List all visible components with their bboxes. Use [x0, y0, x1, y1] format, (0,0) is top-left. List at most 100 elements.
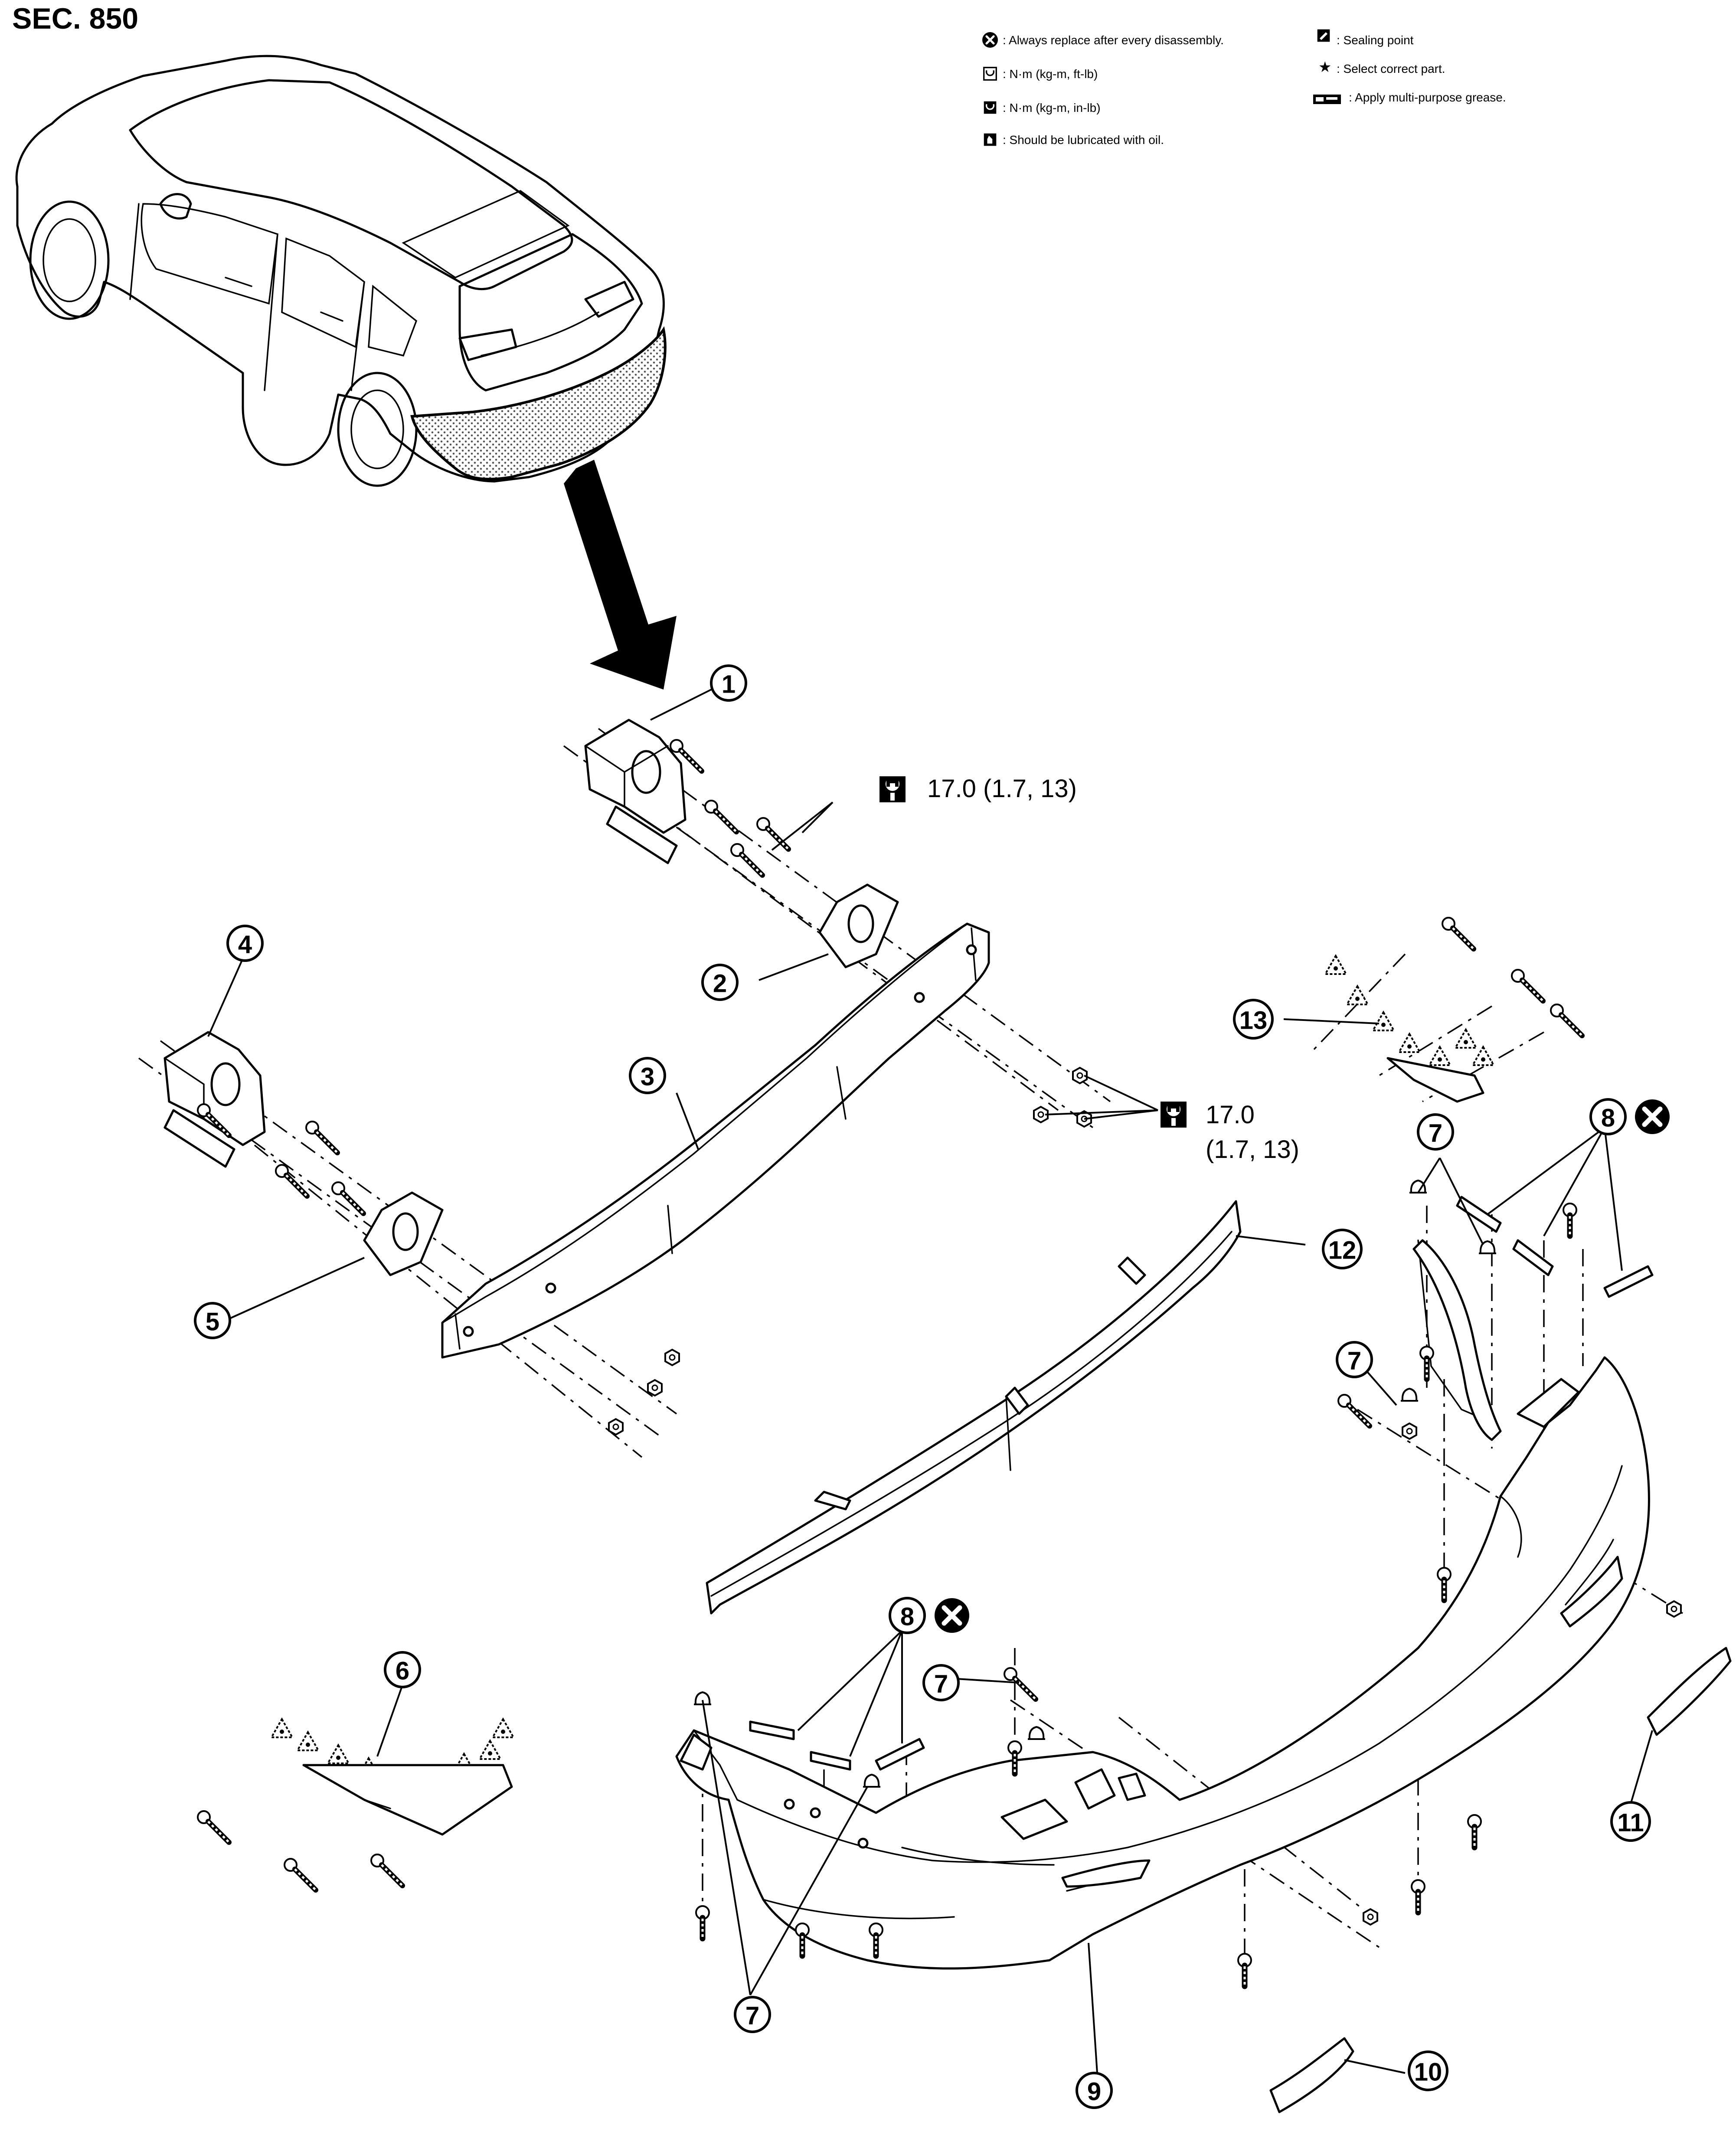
part-5-bracket-lh [363, 1191, 444, 1276]
nut [1402, 1422, 1417, 1440]
callout-7: 7 [734, 1996, 771, 2033]
callout-number: 8 [900, 1603, 914, 1631]
callout-8: 8 [1589, 1098, 1627, 1135]
legend: : Always replace after every disassembly… [982, 29, 1506, 147]
nut [647, 1379, 663, 1396]
rear-bumper-highlight [410, 326, 667, 481]
callout-number: 9 [1087, 2078, 1101, 2106]
callout-6: 6 [384, 1651, 421, 1688]
star-icon: ★ [1318, 59, 1331, 75]
bolt [1442, 918, 1474, 949]
bolt [1004, 1668, 1036, 1699]
callout-number: 7 [934, 1670, 948, 1698]
part-10-reflector-lh [1269, 2037, 1354, 2113]
callout-9: 9 [1076, 2072, 1113, 2109]
screw [796, 1923, 809, 1956]
callout-number: 4 [238, 931, 252, 959]
vehicle-illustration [15, 55, 667, 487]
torque-spec-text: 17.0 [1206, 1101, 1255, 1129]
legend-text: : Apply multi-purpose grease. [1349, 91, 1506, 104]
callout-number: 8 [1601, 1104, 1615, 1132]
part-4-bumper-stay-lh [163, 1031, 266, 1168]
screw [1563, 1203, 1576, 1236]
nut [1363, 1908, 1378, 1926]
bolt [284, 1859, 316, 1890]
callout-8: 8 [889, 1597, 926, 1634]
legend-text: : Always replace after every disassembly… [1003, 33, 1224, 47]
callout-number: 7 [745, 2002, 759, 2030]
callout-number: 5 [206, 1308, 219, 1336]
direction-arrow [564, 460, 677, 690]
callout-number: 1 [722, 670, 736, 699]
callout-4: 4 [226, 925, 264, 962]
section-title: SEC. 850 [12, 2, 138, 35]
part-1-bumper-stay-rh [584, 719, 687, 864]
torque-wrench-icon [1161, 1102, 1187, 1128]
callout-number: 11 [1617, 1809, 1644, 1837]
part-12-energy-absorber [706, 1200, 1242, 1615]
bolt [1338, 1395, 1370, 1426]
callout-number: 13 [1239, 1007, 1268, 1035]
callout-11: 11 [1610, 1801, 1651, 1842]
callout-number: 6 [396, 1657, 409, 1685]
callout-3: 3 [629, 1057, 666, 1094]
callout-number: 10 [1414, 2058, 1442, 2086]
grease-icon [1313, 95, 1341, 104]
part-8-pads-right [1412, 1196, 1654, 1441]
legend-text: : N·m (kg-m, in-lb) [1003, 101, 1101, 114]
bolt [198, 1811, 229, 1842]
part-8-pads-left [749, 1720, 925, 1771]
part-6-side-bracket [271, 1718, 514, 1836]
torque-wrench-icon [879, 776, 906, 802]
legend-text: : N·m (kg-m, ft-lb) [1003, 67, 1098, 81]
callout-number: 3 [641, 1063, 654, 1091]
callout-7: 7 [1336, 1341, 1373, 1378]
clip [1027, 1726, 1046, 1740]
torque-spec-text: (1.7, 13) [1206, 1135, 1299, 1164]
part-13-side-bracket [1324, 955, 1494, 1103]
part-11-reflector-rh [1647, 1647, 1732, 1736]
clip [1400, 1388, 1419, 1402]
x-circle-icon [1635, 1099, 1670, 1134]
legend-text: : Sealing point [1337, 33, 1414, 47]
part-3-bumper-reinforcement [441, 922, 990, 1359]
callout-13: 13 [1233, 999, 1274, 1040]
x-circle-icon [935, 1598, 969, 1633]
callout-number: 7 [1429, 1119, 1442, 1148]
bolt [757, 818, 788, 849]
torque-spec-text: 17.0 (1.7, 13) [927, 775, 1077, 803]
clip [862, 1774, 881, 1788]
callout-10: 10 [1408, 2050, 1448, 2091]
bolt [332, 1182, 363, 1213]
callout-5: 5 [194, 1302, 231, 1339]
callout-2: 2 [701, 964, 739, 1001]
bolt [306, 1122, 337, 1153]
nut [664, 1349, 680, 1366]
screw [696, 1906, 709, 1939]
callout-1: 1 [710, 664, 747, 702]
screw [1412, 1880, 1425, 1913]
torque-spec-upper: 17.0 (1.7, 13) [879, 775, 1077, 803]
oil-can-icon [984, 133, 997, 146]
callout-7: 7 [1417, 1113, 1454, 1151]
callout-12: 12 [1322, 1229, 1363, 1269]
legend-text: : Should be lubricated with oil. [1003, 133, 1164, 147]
callout-number: 2 [713, 970, 727, 998]
leader-lines [207, 689, 1653, 2074]
screw [1438, 1568, 1451, 1600]
sealing-point-icon [1317, 29, 1330, 42]
part-9-rear-bumper-fascia [675, 1356, 1650, 1970]
screw [1468, 1815, 1481, 1848]
callout-7: 7 [922, 1664, 960, 1701]
callout-number: 7 [1347, 1347, 1361, 1375]
screw [1238, 1954, 1251, 1986]
callout-number: 12 [1328, 1236, 1357, 1265]
x-circle-icon [982, 32, 998, 48]
torque-spec-lower: 17.0 (1.7, 13) [1161, 1101, 1299, 1164]
bolt [371, 1854, 402, 1886]
nut [1666, 1600, 1682, 1618]
bolt [1551, 1004, 1582, 1036]
part-2-bracket-rh [818, 883, 899, 968]
